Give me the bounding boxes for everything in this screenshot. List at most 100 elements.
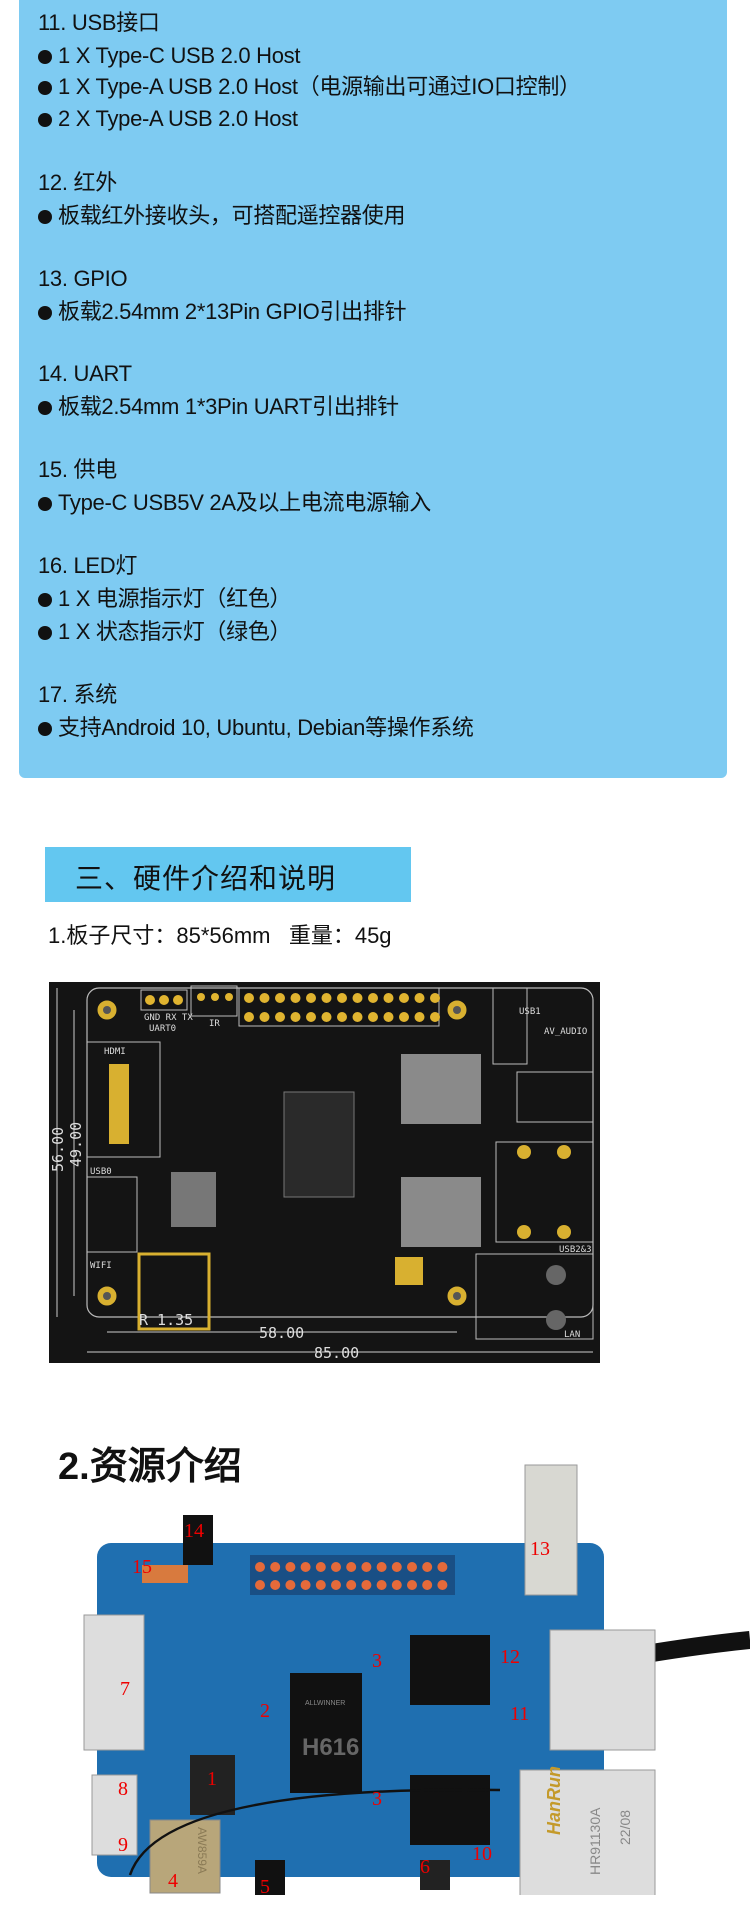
gpio-pin: [414, 993, 425, 1003]
spec-item: 2 X Type-A USB 2.0 Host: [38, 105, 298, 133]
callout-5: 5: [260, 1876, 270, 1895]
gpio-pin: [270, 1580, 281, 1590]
bullet-icon: [38, 722, 52, 736]
usb23-label: USB2&3: [559, 1245, 592, 1255]
wifi-label: WIFI: [90, 1261, 112, 1271]
gpio-pin: [255, 1562, 265, 1572]
spec-title: 13. GPIO: [38, 266, 128, 291]
uart-label: UART0: [149, 1024, 176, 1034]
gpio-pin: [321, 1012, 332, 1022]
gpio-pin: [285, 1580, 296, 1590]
spec-item-text: 板载2.54mm 1*3Pin UART引出排针: [58, 394, 399, 419]
spec-item-text: 板载红外接收头，可搭配遥控器使用: [58, 203, 406, 228]
bullet-icon: [38, 50, 52, 64]
jack-date: 22/08: [617, 1810, 633, 1845]
gpio-pin: [376, 1580, 387, 1590]
gpio-pin: [244, 993, 254, 1003]
spec-item: 支持Android 10, Ubuntu, Debian等操作系统: [38, 714, 474, 742]
gpio-pin: [244, 1012, 254, 1022]
ir-label: IR: [209, 1019, 220, 1029]
gpio-pin: [407, 1580, 417, 1590]
dim-inner-height: 49.00: [67, 1122, 85, 1167]
gpio-pin: [437, 1580, 448, 1590]
bullet-icon: [38, 401, 52, 415]
gpio-pin: [270, 1562, 281, 1572]
gpio-pin: [315, 1562, 326, 1572]
chip-label: H616: [302, 1734, 359, 1761]
specs-panel: [19, 0, 727, 778]
spec-title: 16. LED灯: [38, 553, 138, 578]
gpio-pin: [331, 1562, 341, 1572]
callout-1: 1: [207, 1768, 217, 1790]
spec-item: 1 X 电源指示灯（红色）: [38, 585, 292, 613]
pcb-dimension-drawing: HDMI USB0 WIFI GND RX TX UART0 IR AV_AUD…: [49, 982, 600, 1363]
board-size-text: 1.板子尺寸：85*56mm 重量：45g: [48, 923, 392, 948]
gpio-pin: [414, 1012, 425, 1022]
resources-heading: 2.资源介绍: [58, 1446, 242, 1488]
usb0-label: USB0: [90, 1167, 112, 1177]
bullet-icon: [38, 626, 52, 640]
gpio-pin: [391, 1580, 402, 1590]
chip-brand: ALLWINNER: [305, 1700, 345, 1707]
callout-9: 9: [118, 1834, 128, 1856]
bullet-icon: [38, 81, 52, 95]
gpio-pin: [290, 993, 301, 1003]
gpio-pin: [306, 993, 316, 1003]
gpio-pin: [399, 1012, 409, 1022]
spec-item-text: 1 X Type-A USB 2.0 Host（电源输出可通过IO口控制）: [58, 74, 581, 99]
spec-item: 1 X Type-A USB 2.0 Host（电源输出可通过IO口控制）: [38, 73, 581, 101]
gpio-pin: [331, 1580, 341, 1590]
spec-item-text: Type-C USB5V 2A及以上电流电源输入: [58, 490, 431, 515]
callout-12: 12: [500, 1646, 520, 1668]
spec-item: 板载2.54mm 1*3Pin UART引出排针: [38, 393, 399, 421]
bullet-icon: [38, 497, 52, 511]
gpio-pin: [321, 993, 332, 1003]
usb1-label: USB1: [519, 1007, 541, 1017]
gpio-pin: [306, 1012, 316, 1022]
gpio-pin: [346, 1580, 357, 1590]
spec-item: 板载红外接收头，可搭配遥控器使用: [38, 202, 406, 230]
uart-pins-label: GND RX TX: [144, 1013, 193, 1023]
gpio-pin: [368, 993, 378, 1003]
spec-item: 1 X 状态指示灯（绿色）: [38, 618, 292, 646]
gpio-pin: [383, 1012, 394, 1022]
gpio-pin: [285, 1562, 296, 1572]
callout-14: 14: [184, 1520, 204, 1542]
gpio-pin: [275, 993, 285, 1003]
gpio-pin: [259, 993, 270, 1003]
spec-title: 12. 红外: [38, 170, 117, 195]
gpio-pin: [361, 1562, 372, 1572]
hdmi-label: HDMI: [104, 1047, 126, 1057]
gpio-pin: [259, 1012, 270, 1022]
av-audio-label: AV_AUDIO: [544, 1027, 587, 1037]
bullet-icon: [38, 593, 52, 607]
spec-item-text: 2 X Type-A USB 2.0 Host: [58, 106, 298, 131]
spec-item-text: 支持Android 10, Ubuntu, Debian等操作系统: [58, 715, 474, 740]
dim-height: 56.00: [49, 1127, 67, 1172]
dim-hole-span: 58.00: [259, 1324, 304, 1342]
spec-title: 11. USB接口: [38, 10, 160, 35]
spec-item-text: 1 X Type-C USB 2.0 Host: [58, 43, 301, 68]
wifi-module: [149, 1819, 221, 1894]
bullet-icon: [38, 210, 52, 224]
spec-title: 14. UART: [38, 361, 132, 386]
gpio-pin: [430, 1012, 440, 1022]
callout-13: 13: [530, 1538, 550, 1560]
gpio-pin: [422, 1562, 433, 1572]
spec-item: Type-C USB5V 2A及以上电流电源输入: [38, 489, 431, 517]
gpio-pin: [399, 993, 409, 1003]
dim-width: 85.00: [314, 1344, 359, 1362]
gpio-pin: [383, 993, 394, 1003]
spec-item: 板载2.54mm 2*13Pin GPIO引出排针: [38, 298, 407, 326]
spec-title: 17. 系统: [38, 682, 117, 707]
callout-3: 3: [372, 1788, 382, 1810]
gpio-pin: [315, 1580, 326, 1590]
gpio-pin: [255, 1580, 265, 1590]
gpio-pin: [430, 993, 440, 1003]
callout-3: 3: [372, 1650, 382, 1672]
section-heading: 三、硬件介绍和说明: [75, 863, 337, 894]
spec-item: 1 X Type-C USB 2.0 Host: [38, 42, 300, 70]
jack-brand: HanRun: [544, 1766, 564, 1835]
board-photo: H616 ALLWINNER AW859A HanRun HR91130A 22…: [83, 1464, 750, 1895]
callout-10: 10: [472, 1843, 492, 1865]
